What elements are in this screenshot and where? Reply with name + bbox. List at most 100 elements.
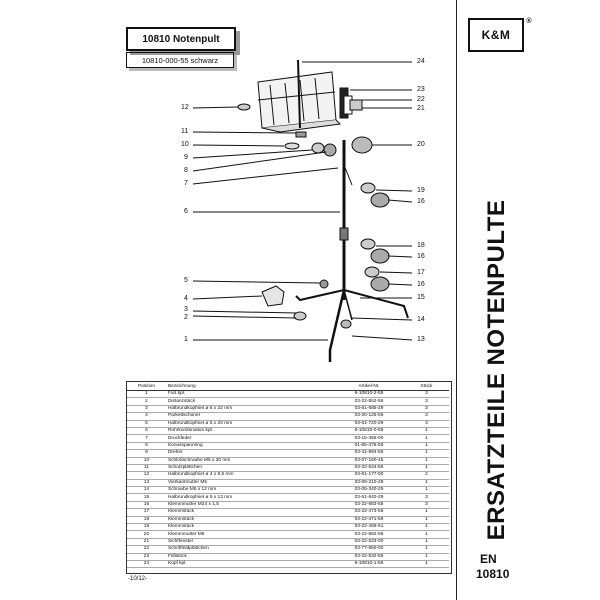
cell-quantity: 3 — [403, 493, 449, 502]
callout-10: 10 — [181, 141, 189, 148]
cell-position: 15 — [127, 493, 166, 502]
cell-quantity: 1 — [403, 538, 449, 547]
cell-description: Distanzstück — [165, 397, 335, 406]
cell-quantity: 3 — [403, 405, 449, 414]
cell-article-number: 03-15-455-00 — [334, 434, 404, 443]
cell-article-number: 03-22-533-00 — [334, 538, 404, 547]
sidebar-divider — [456, 0, 457, 600]
callout-16a: 16 — [417, 198, 425, 205]
language-code: EN — [480, 552, 497, 566]
cell-article-number: 03-22-469-61 — [334, 523, 404, 532]
cell-article-number: 03-22-552-55 — [334, 397, 404, 406]
cell-description: Halbrundkopfniet ø 4 x 8,5 mm — [165, 471, 335, 480]
cell-position: 24 — [127, 560, 166, 569]
cell-description: Sichtfenster — [165, 538, 335, 547]
sidebar-title: ERSATZTEILE NOTENPULTE — [483, 199, 510, 541]
cell-quantity: 1 — [403, 523, 449, 532]
cell-article-number: 03-05-340-25 — [334, 486, 404, 495]
callout-7: 7 — [184, 180, 188, 187]
column-header-article: Artikel-Nr. — [334, 382, 404, 391]
cell-position: 12 — [127, 471, 166, 480]
cell-description: Klemmstück — [165, 516, 335, 525]
cell-description: Konusspannring — [165, 442, 335, 451]
registered-mark: ® — [526, 18, 532, 25]
cell-article-number: 03-41-994-55 — [334, 449, 404, 458]
cell-description: Füllstück — [165, 553, 335, 562]
cell-position: 18 — [127, 516, 166, 525]
cell-article-number: 03-20-125-55 — [334, 412, 404, 421]
cell-article-number: 03-22-532-55 — [334, 553, 404, 562]
callout-22: 22 — [417, 96, 425, 103]
page-number: -10/12- — [128, 576, 148, 582]
cell-description: Druckfeder — [165, 434, 335, 443]
cell-description: Fuß kpl. — [165, 390, 335, 399]
callout-19: 19 — [417, 187, 425, 194]
cell-position: 4 — [127, 412, 166, 421]
cell-quantity: 1 — [403, 427, 449, 436]
cell-article-number: 03-22-471-59 — [334, 516, 404, 525]
cell-position: 8 — [127, 442, 166, 451]
cell-position: 23 — [127, 553, 166, 562]
callout-24: 24 — [417, 58, 425, 65]
cell-article-number: 6-10810-2-55 — [334, 390, 404, 399]
callout-15: 15 — [417, 294, 425, 301]
cell-article-number: 03-22-473-55 — [334, 508, 404, 517]
table-header-row: Position Bezeichnung Artikel-Nr. Stück — [127, 382, 449, 391]
cell-position: 3 — [127, 405, 166, 414]
cell-position: 7 — [127, 434, 166, 443]
cell-quantity: 1 — [403, 457, 449, 465]
callout-9: 9 — [184, 154, 188, 161]
cell-quantity: 1 — [403, 442, 449, 451]
cell-description: Klemmmutter M24 x 1,5 — [165, 501, 335, 510]
cell-quantity: 3 — [403, 420, 449, 428]
cell-quantity: 3 — [403, 397, 449, 406]
cell-quantity: 1 — [403, 553, 449, 562]
cell-description: Schloßschraube M5 x 30 mm — [165, 457, 335, 465]
cell-article-number: 03-61-720-29 — [334, 420, 404, 428]
cell-position: 19 — [127, 523, 166, 532]
cell-position: 2 — [127, 397, 166, 406]
cell-position: 22 — [127, 545, 166, 554]
cell-description: Klemmmutter M5 — [165, 530, 335, 539]
article-number: 10810 — [476, 567, 510, 581]
cell-position: 17 — [127, 508, 166, 517]
cell-description: Halbrundkopfniet ø 5 x 22 mm — [165, 405, 335, 414]
callout-11: 11 — [181, 128, 189, 135]
variant-box: 10810-000-55 schwarz — [126, 52, 234, 68]
cell-description: Schutzplättchen — [165, 464, 335, 473]
brand-logo: K&M ® — [468, 18, 532, 52]
cell-article-number: 01-85-475-55 — [334, 442, 404, 451]
cell-position: 21 — [127, 538, 166, 547]
cell-position: 16 — [127, 501, 166, 510]
model-title-box: 10810 Notenpult — [126, 27, 236, 51]
cell-quantity: 1 — [403, 486, 449, 495]
cell-position: 1 — [127, 390, 166, 399]
callout-3: 3 — [184, 306, 188, 313]
callout-12: 12 — [181, 104, 189, 111]
callout-23: 23 — [417, 86, 425, 93]
callout-6: 6 — [184, 208, 188, 215]
cell-quantity: 1 — [403, 479, 449, 488]
cell-article-number: 6-10810-0-55 — [334, 427, 404, 436]
callout-20: 20 — [417, 141, 425, 148]
cell-quantity: 1 — [403, 545, 449, 554]
cell-article-number: 03-77-650-00 — [334, 545, 404, 554]
parts-table-frame — [126, 381, 452, 574]
cell-article-number: 03-08-210-28 — [334, 479, 404, 488]
column-header-position: Position — [127, 382, 166, 391]
cell-description: Vierkantmutter M5 — [165, 479, 335, 488]
parts-table: Position Bezeichnung Artikel-Nr. Stück 1… — [127, 382, 449, 569]
